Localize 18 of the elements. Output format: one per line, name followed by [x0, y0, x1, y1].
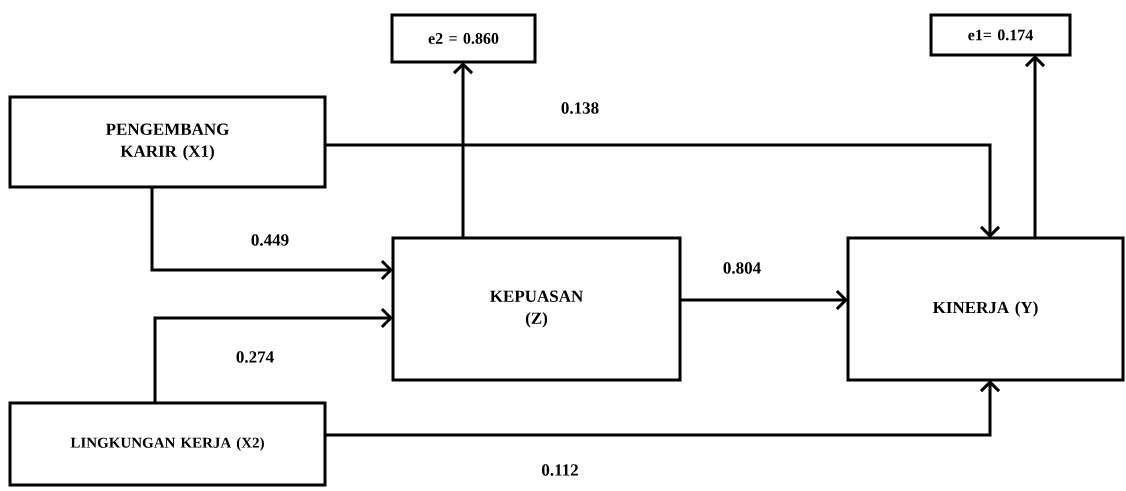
arrow [680, 289, 848, 311]
arrow [1024, 55, 1046, 238]
arrow [452, 62, 474, 238]
arrow [325, 143, 1001, 238]
edge-label: 0.274 [234, 350, 276, 364]
variable-box: LINGKUNGAN KERJA (X2) [8, 401, 327, 487]
edge-label: 0.804 [721, 261, 763, 275]
arrow [325, 380, 1001, 437]
variable-box: PENGEMBANG KARIR (X1) [8, 95, 327, 189]
arrow [153, 307, 393, 403]
arrow [150, 187, 393, 281]
variable-box: KEPUASAN (Z) [391, 236, 682, 382]
edge-label: 0.449 [249, 233, 291, 247]
edge-label: 0.112 [540, 463, 580, 477]
variable-box: KINERJA (Y) [846, 236, 1125, 382]
edge-label: 0.138 [559, 101, 601, 115]
error-box: e2 = 0.860 [390, 13, 537, 64]
error-box: e1= 0.174 [929, 13, 1072, 57]
